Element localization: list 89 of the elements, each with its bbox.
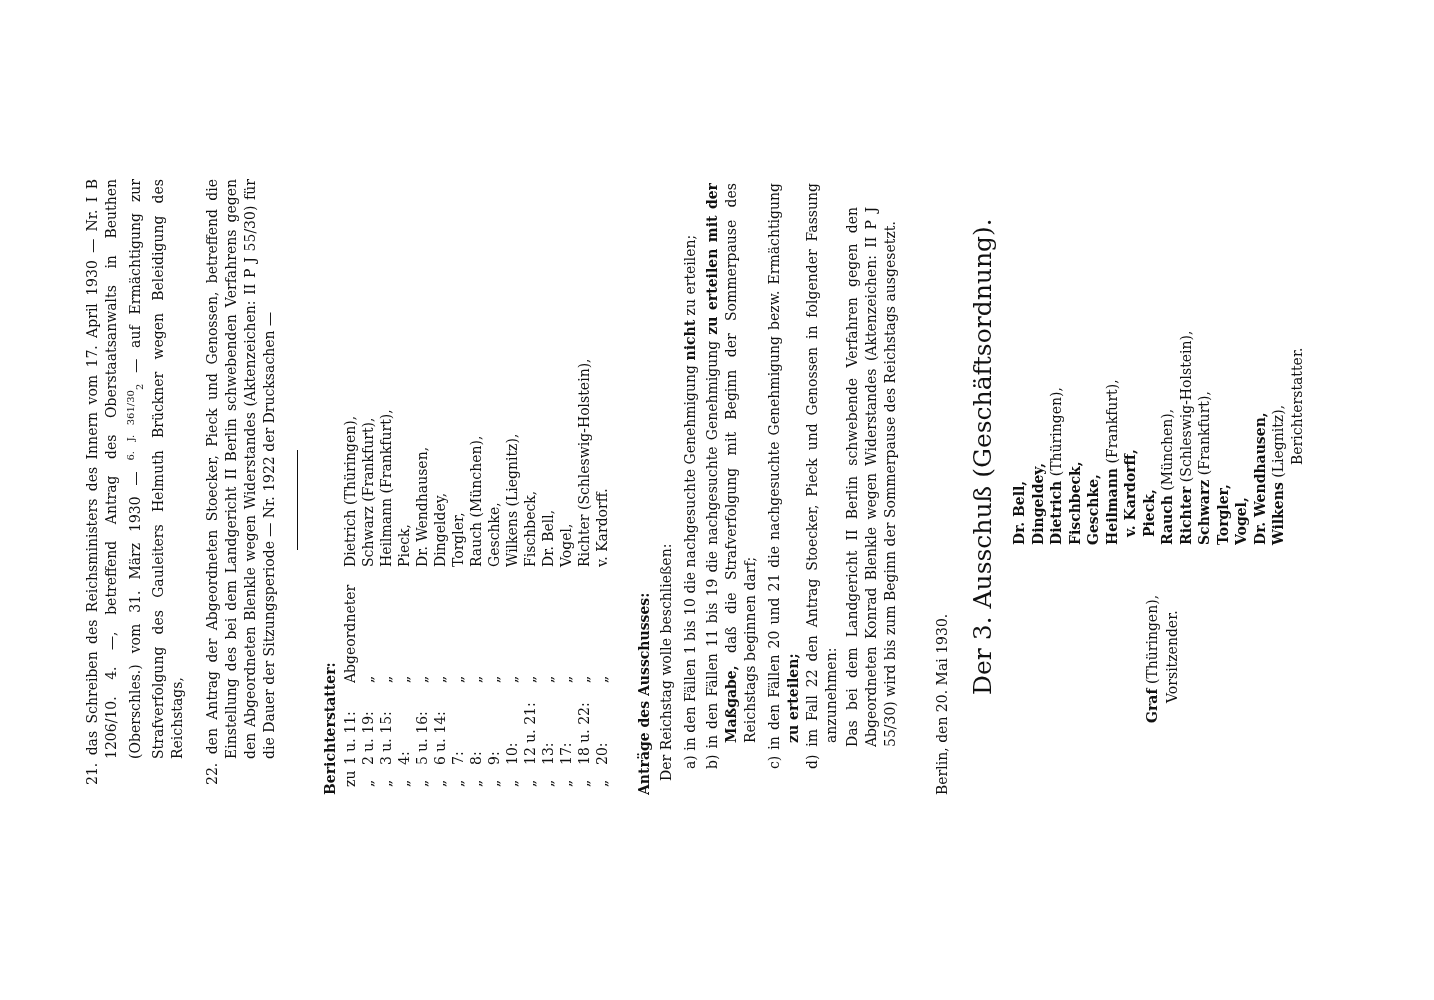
signature-line: Geschke, [1084, 474, 1102, 545]
committee-heading: Der 3. Ausschuß (Geschäftsordnung). [968, 218, 998, 695]
table-cell-text: Heilmann (Frankfurt), [377, 409, 395, 567]
table-cell-text: „ [539, 779, 557, 787]
table-cell-text: „ [575, 675, 593, 683]
table-cell-text: 18 u. 22: [575, 702, 593, 765]
table-cell-text: „ [359, 675, 377, 683]
table-cell-text: „ [377, 779, 395, 787]
table-cell-text: Rauch (München), [467, 435, 485, 567]
table-cell-text: Geschke, [485, 502, 503, 567]
signature-line: Torgler, [1213, 484, 1232, 545]
table-cell-text: 2 u. 19: [359, 711, 377, 765]
table-cell-text: 5 u. 16: [413, 711, 431, 765]
numbered-item: 22. den Antrag der Abgeordneten Stoecker, Pieck und Genossen, betreffend die Einstellung des bei dem Landgericht II Berlin schwebenden Verfahrens gegen den Abgeordneten Blenkle wegen Widerstandes (Aktenzeichen: II P J 55/30) für die Dauer der Sitzungsperiode — Nr. 1922 der Drucksachen — [203, 179, 278, 785]
table-cell-text: „ [557, 779, 575, 787]
signature-line: Vogel, [1232, 497, 1250, 545]
section-heading: Berichterstatter: [321, 662, 339, 795]
table-cell-text: „ [485, 779, 503, 787]
date-line: Berlin, den 20. Mai 1930. [933, 613, 951, 795]
table-cell-text: „ [413, 779, 431, 787]
signature-line: Dietrich (Thüringen), [1047, 387, 1065, 545]
table-cell-text: „ [593, 675, 611, 683]
table-cell-text: Wilkens (Liegnitz), [503, 433, 521, 567]
table-cell-text: „ [431, 779, 449, 787]
table-cell-text: Richter (Schleswig-Holstein), [575, 358, 593, 567]
table-cell-text: 7: [449, 751, 467, 765]
signature-line: Richter (Schleswig-Holstein), [1176, 330, 1195, 545]
table-cell-text: „ [593, 779, 611, 787]
table-cell-text: Dietrich (Thüringen), [341, 415, 359, 567]
table-cell-text: Torgler, [449, 512, 467, 567]
table-cell-text: 4: [395, 751, 413, 765]
table-cell-text: 8: [467, 751, 485, 765]
table-cell-text: Schwarz (Frankfurt), [359, 417, 377, 567]
table-cell-text: „ [413, 675, 431, 683]
table-cell-text: 6 u. 14: [431, 711, 449, 765]
table-cell-text: 20: [593, 742, 611, 765]
table-cell-text: „ [359, 779, 377, 787]
intro-sentence: Der Reichstag wolle beschließen: [657, 543, 675, 781]
table-cell-text: „ [503, 779, 521, 787]
table-cell-text: „ [467, 675, 485, 683]
section-heading: Anträge des Ausschusses: [635, 592, 653, 795]
role-line: Berichterstatter. [1287, 347, 1306, 465]
motion-item: c) in den Fällen 20 und 21 die nachgesuchte Genehmigung bezw. Ermächtigung zu erteilen; [765, 183, 802, 769]
table-cell-text: 12 u. 21: [521, 702, 539, 765]
table-cell-text: Pieck, [395, 524, 413, 567]
table-cell-text: „ [521, 675, 539, 683]
motion-text: Das bei dem Landgericht II Berlin schwebende Verfahren gegen den Abgeordneten Konrad Blenkle wegen Widerstandes (Aktenzeichen: II P J 55/30) wird bis zum Beginn der Sommerpause des Reichstags ausgesetzt. [843, 207, 899, 747]
table-cell-text: „ [503, 675, 521, 683]
signature-line: Dingeldey, [1028, 462, 1047, 545]
table-cell-text: 9: [485, 751, 503, 765]
table-cell-text: Dr. Bell, [539, 509, 557, 567]
signature-line: Dr. Bell, [1010, 480, 1028, 545]
signature-line: Wilkens (Liegnitz), [1269, 404, 1287, 545]
table-cell-text: 17: [557, 742, 575, 765]
signature-line: v. Kardorff, [1121, 449, 1139, 537]
table-cell-text: „ [431, 675, 449, 683]
table-cell-text: „ [557, 675, 575, 683]
table-cell-text: Fischbeck, [521, 490, 539, 567]
table-cell-text: „ [575, 779, 593, 787]
table-cell-text: 3 u. 15: [377, 711, 395, 765]
table-cell-text: 10: [503, 742, 521, 765]
table-cell-text: „ [539, 675, 557, 683]
table-cell-text: „ [485, 675, 503, 683]
table-cell-text: „ [467, 779, 485, 787]
table-cell-text: „ [395, 675, 413, 683]
signature-line: Rauch (München), [1158, 408, 1176, 545]
table-cell-text: „ [377, 675, 395, 683]
table-cell-text: „ [449, 675, 467, 683]
table-cell-text: 1 u. 11: [341, 711, 359, 765]
motion-item: d) im Fall 22 den Antrag Stoecker, Pieck und Genossen in folgender Fassung anzunehmen: [803, 183, 840, 769]
motion-item: a) in den Fällen 1 bis 10 die nachgesuchte Genehmigung nicht zu erteilen; [681, 233, 699, 769]
table-cell-text: v. Kardorff. [593, 488, 611, 567]
table-cell-text: Vogel, [557, 523, 575, 567]
table-cell-text: „ [521, 779, 539, 787]
table-cell-text: Abgeordneter [341, 584, 359, 683]
role-line: Vorsitzender. [1163, 610, 1181, 703]
signature-line: Graf (Thüringen), [1143, 594, 1161, 723]
table-cell-text: Dingeldey, [431, 492, 449, 567]
table-cell-text: „ [395, 779, 413, 787]
signature-line: Fischbeck, [1065, 461, 1084, 545]
signature-line: Dr. Wendhausen, [1250, 412, 1269, 545]
table-cell-text: Dr. Wendhausen, [413, 446, 431, 567]
table-cell-text: zu [341, 770, 359, 787]
table-cell-text: 13: [539, 742, 557, 765]
motion-item: b) in den Fällen 11 bis 19 die nachgesuchte Genehmigung zu erteilen mit der Maßgabe, daß die Strafverfolgung mit Beginn der Sommerpause des Reichstags beginnen darf; [703, 183, 759, 769]
signature-line: Pieck, [1139, 489, 1158, 537]
signature-line: Schwarz (Frankfurt), [1195, 391, 1213, 545]
table-cell-text: „ [449, 779, 467, 787]
signature-line: Heilmann (Frankfurt), [1102, 379, 1121, 545]
